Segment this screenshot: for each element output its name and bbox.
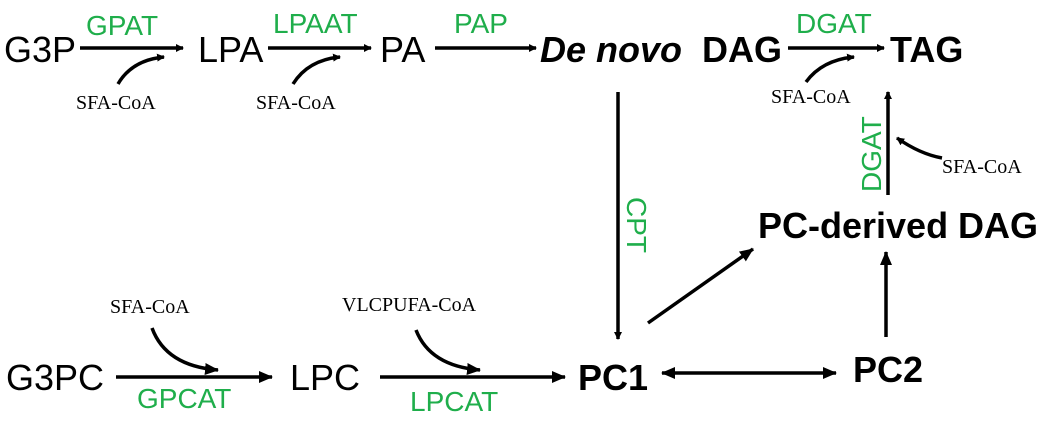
enzyme-cpt: CPT: [621, 197, 652, 253]
curve-arrow-sfa-dgat-vertical: [896, 136, 943, 160]
metabolite-pa: PA: [380, 29, 425, 70]
curve-arrow-vlcpufa-lpcat: [414, 329, 481, 375]
metabolite-lpc: LPC: [290, 357, 360, 398]
metabolite-pc1: PC1: [578, 357, 648, 398]
enzyme-lpcat: LPCAT: [410, 386, 498, 417]
metabolite-tag: TAG: [890, 29, 963, 70]
metabolite-pc-derived-dag: PC-derived DAG: [758, 205, 1038, 246]
enzyme-dgat-top: DGAT: [796, 8, 872, 39]
de-novo-italic: De novo: [540, 29, 682, 70]
enzyme-dgat-vertical: DGAT: [856, 116, 887, 192]
metabolite-g3p: G3P: [4, 29, 76, 70]
metabolite-g3pc: G3PC: [6, 357, 104, 398]
cofactor-sfa-dgat-vertical: SFA-CoA: [942, 156, 1022, 178]
curve-arrow-sfa-gpcat: [150, 327, 219, 375]
cofactor-sfa-lpaat: SFA-CoA: [256, 92, 336, 114]
de-novo-dag-label: DAG: [702, 29, 782, 70]
metabolite-pc2: PC2: [853, 349, 923, 390]
enzyme-pap: PAP: [454, 8, 508, 39]
curve-arrow-sfa-gpat: [116, 53, 165, 85]
cofactor-vlcpufa-lpcat: VLCPUFA-CoA: [342, 294, 477, 316]
cofactor-sfa-gpat: SFA-CoA: [76, 92, 156, 114]
enzyme-gpcat: GPCAT: [137, 383, 231, 414]
metabolite-lpa: LPA: [198, 29, 263, 70]
arrow-pc1-to-pc-derived-dag: [646, 247, 755, 325]
enzyme-lpaat: LPAAT: [273, 8, 358, 39]
cofactor-sfa-dgat-top: SFA-CoA: [771, 86, 851, 108]
metabolite-de-novo-dag: De novo DAG: [540, 29, 782, 70]
cofactor-sfa-gpcat: SFA-CoA: [110, 296, 190, 318]
curve-arrow-sfa-lpaat: [291, 53, 341, 85]
enzyme-gpat: GPAT: [86, 10, 158, 41]
curve-arrow-sfa-dgat-top: [804, 53, 855, 84]
